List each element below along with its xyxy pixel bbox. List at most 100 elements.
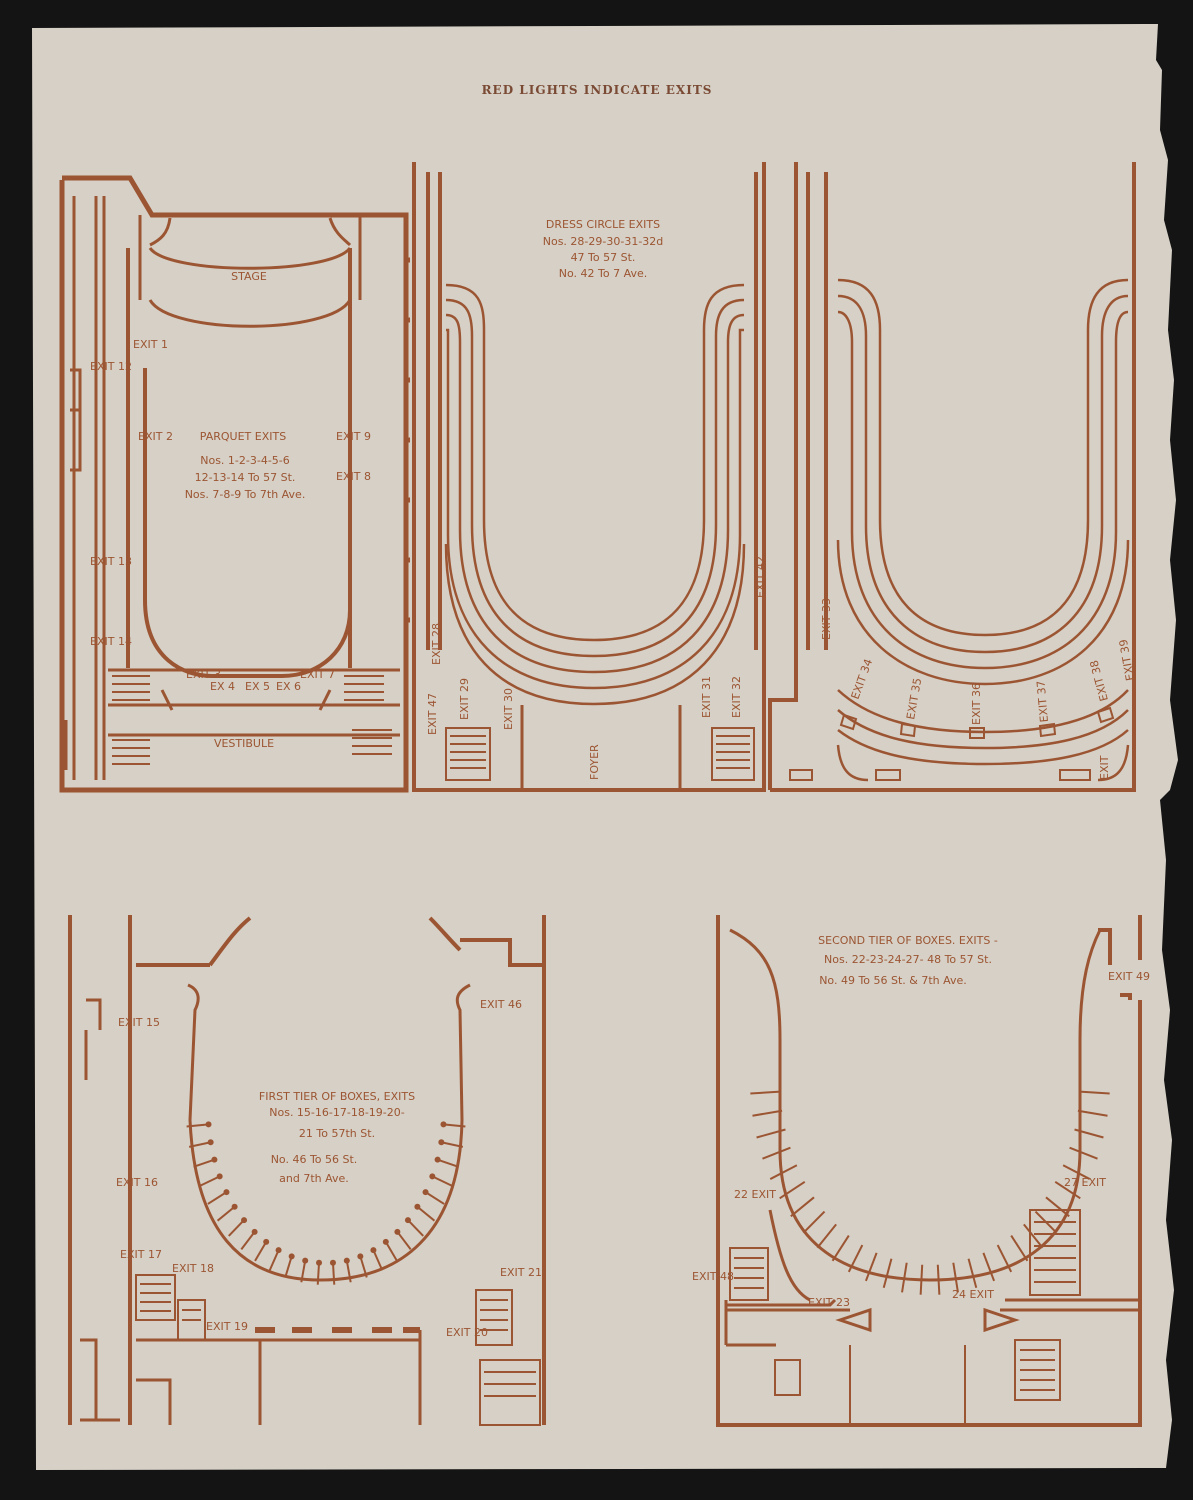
box-partition [416, 1206, 436, 1222]
box-door [205, 1121, 212, 1128]
box-partition [396, 1231, 412, 1250]
exit-46-label: EXIT 46 [480, 998, 522, 1011]
box-door [394, 1228, 401, 1235]
exit-48-label: EXIT 48 [692, 1270, 734, 1283]
exit-12-label: EXIT 12 [90, 360, 132, 373]
box-partition [1045, 1196, 1070, 1218]
exit-2-label: EXIT 2 [138, 430, 173, 443]
dress-circle-line-1: Nos. 28-29-30-31-32d [543, 235, 664, 248]
second-tier-title: SECOND TIER OF BOXES. EXITS - [818, 934, 998, 947]
parquet-line-3: Nos. 7-8-9 To 7th Ave. [185, 488, 306, 501]
box-partition [316, 1262, 321, 1285]
box-partition [1062, 1164, 1091, 1180]
exit-1-label: EXIT 1 [133, 338, 168, 351]
stage-label: STAGE [231, 270, 267, 283]
second-tier-line-2: No. 49 To 56 St. & 7th Ave. [819, 974, 967, 987]
exit-49-label: EXIT 49 [1108, 970, 1150, 983]
box-partition [345, 1260, 352, 1283]
box-door [263, 1238, 270, 1245]
box-door [316, 1259, 323, 1266]
exit-42-label: EXIT 42 [754, 556, 767, 598]
first-tier-line-4: and 7th Ave. [279, 1172, 349, 1185]
box-door [211, 1156, 218, 1163]
exit-4-label: EX 4 [210, 680, 235, 693]
box-door [329, 1259, 336, 1266]
box-door [251, 1228, 258, 1235]
box-partition [750, 1090, 781, 1095]
box-partition [199, 1175, 221, 1187]
exit-31-label: EXIT 31 [700, 676, 713, 718]
box-partition [831, 1235, 850, 1262]
box-partition [952, 1262, 959, 1293]
box-partition [431, 1175, 453, 1187]
box-partition [816, 1223, 837, 1249]
exit-21-label: EXIT 21 [500, 1266, 542, 1279]
box-partition [936, 1264, 941, 1295]
box-partition [384, 1241, 398, 1262]
exit-5-label: EX 5 [245, 680, 270, 693]
box-partition [864, 1252, 878, 1282]
first-tier-line-1: Nos. 15-16-17-18-19-20- [269, 1106, 405, 1119]
box-partition [1054, 1180, 1081, 1200]
exit-19-label: EXIT 19 [206, 1320, 248, 1333]
box-partition [437, 1158, 459, 1168]
exit-7-label: EXIT 7 [300, 668, 335, 681]
box-partition [240, 1231, 256, 1250]
exit-24-label: 24 EXIT [952, 1288, 994, 1301]
box-partition [882, 1258, 893, 1289]
second-tier-box-ticks [750, 1090, 1110, 1295]
box-door [207, 1139, 214, 1146]
exit-22-label: 22 EXIT [734, 1188, 776, 1201]
exit-36-label: EXIT 36 [970, 683, 983, 725]
exit-18-label: EXIT 18 [172, 1262, 214, 1275]
box-door [241, 1217, 248, 1224]
box-partition [407, 1219, 424, 1237]
box-partition [254, 1241, 268, 1262]
first-tier-line-3: No. 46 To 56 St. [271, 1153, 358, 1166]
box-partition [967, 1258, 978, 1289]
box-partition [1069, 1146, 1098, 1160]
box-partition [284, 1256, 293, 1278]
box-partition [207, 1191, 227, 1205]
exit-23-label: EXIT 23 [808, 1296, 850, 1309]
box-partition [300, 1260, 307, 1283]
box-partition [919, 1264, 924, 1295]
box-partition [790, 1196, 815, 1218]
foyer-label: FOYER [588, 744, 601, 780]
box-partition [359, 1256, 368, 1278]
box-door [404, 1217, 411, 1224]
box-partition [1034, 1210, 1058, 1234]
exit-3-label: EXIT 3 [186, 668, 221, 681]
box-door [231, 1203, 238, 1210]
exit-15-label: EXIT 15 [118, 1016, 160, 1029]
box-door [414, 1203, 421, 1210]
box-partition [756, 1128, 786, 1139]
box-partition [193, 1158, 215, 1168]
box-door [357, 1253, 364, 1260]
box-partition [762, 1146, 791, 1160]
box-door [429, 1173, 436, 1180]
exit-9-label: EXIT 9 [336, 430, 371, 443]
header-title: RED LIGHTS INDICATE EXITS [482, 83, 713, 97]
exit-13-label: EXIT 13 [90, 555, 132, 568]
box-door [216, 1173, 223, 1180]
box-partition [228, 1219, 245, 1237]
box-partition [1074, 1128, 1104, 1139]
box-door [343, 1257, 350, 1264]
box-partition [1023, 1223, 1044, 1249]
exit-17-label: EXIT 17 [120, 1248, 162, 1261]
box-partition [1077, 1109, 1108, 1117]
parquet-plan [59, 175, 410, 793]
box-door [440, 1121, 447, 1128]
box-partition [779, 1180, 806, 1200]
box-door [382, 1238, 389, 1245]
box-partition [186, 1123, 209, 1128]
exit-47-label: EXIT 47 [426, 693, 439, 735]
box-partition [847, 1244, 864, 1273]
dress-circle-title: DRESS CIRCLE EXITS [546, 218, 660, 231]
box-partition [216, 1206, 236, 1222]
parquet-line-1: Nos. 1-2-3-4-5-6 [200, 454, 290, 467]
dress-circle-plan [412, 162, 766, 792]
exit-30-label: EXIT 30 [502, 688, 515, 730]
